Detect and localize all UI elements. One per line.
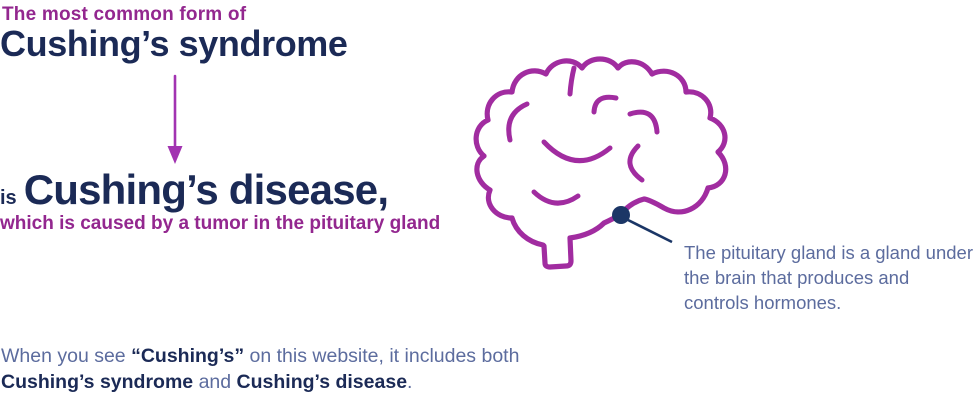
pituitary-dot-marker — [612, 206, 630, 224]
leader-line — [625, 217, 673, 244]
footer-segment: and — [193, 371, 237, 393]
footer-note: When you see “Cushing’s” on this website… — [1, 343, 519, 395]
brain-illustration — [458, 48, 740, 280]
brain-outline-icon — [473, 56, 729, 270]
footer-segment: Cushing’s disease — [236, 371, 408, 393]
footer-line: When you see “Cushing’s” on this website… — [1, 343, 519, 369]
footer-segment: . — [407, 371, 413, 393]
cushings-disease-title: Cushing’s disease, — [23, 166, 389, 213]
footer-line: Cushing’s syndrome and Cushing’s disease… — [1, 369, 519, 395]
cushings-syndrome-heading: Cushing’s syndrome — [0, 23, 348, 64]
pituitary-note: The pituitary gland is a gland under the… — [684, 242, 973, 313]
footer-segment: “Cushing’s” — [131, 345, 245, 367]
footer-segment: When you see — [1, 345, 132, 367]
lead-in-text: is — [0, 187, 17, 209]
footer-segment: on this website, it includes both — [244, 345, 520, 367]
tumor-subtitle: which is caused by a tumor in the pituit… — [0, 213, 441, 234]
footer-segment: Cushing’s syndrome — [1, 371, 194, 393]
cushings-disease-heading: is Cushing’s disease, — [0, 166, 389, 214]
eyebrow-text: The most common form of — [2, 4, 247, 25]
down-arrow-icon — [164, 71, 186, 174]
